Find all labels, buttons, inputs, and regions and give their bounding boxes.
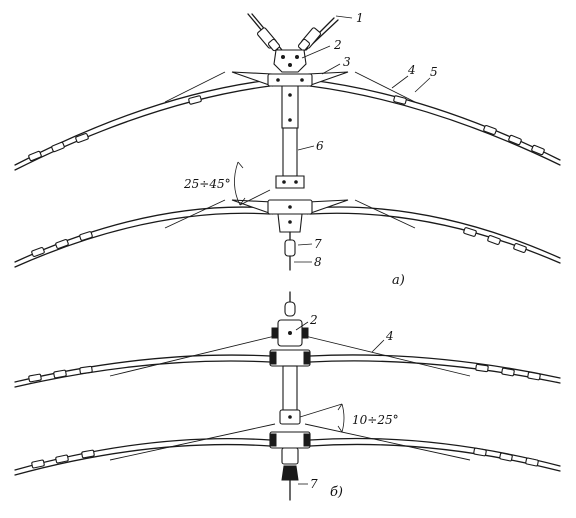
angle-label-b: 10÷25° — [352, 413, 399, 427]
callout-2: 2 — [333, 38, 342, 52]
callout-3: 3 — [343, 55, 351, 69]
callout-b7: 7 — [310, 477, 318, 491]
panel-b-assembly — [14, 291, 561, 501]
labels: 1 2 3 4 5 6 7 8 25÷45° а) 2 4 7 10÷25° б… — [183, 11, 438, 500]
callout-6: 6 — [316, 139, 324, 153]
callout-leaders-a — [294, 15, 431, 263]
upper-phase-wires — [14, 71, 561, 171]
lower-phase-wires-a — [14, 199, 561, 268]
angle-marker-b — [299, 403, 345, 433]
panel-label-a: а) — [392, 273, 405, 288]
lower-end-clamps-a — [30, 226, 528, 258]
angle-label-a: 25÷45° — [183, 177, 231, 191]
top-link-b — [271, 291, 309, 347]
top-yoke-plate — [273, 49, 307, 73]
callout-leaders-b — [295, 321, 385, 485]
spacer-rod-b — [279, 365, 301, 425]
bottom-weight-b — [281, 447, 299, 501]
callout-4: 4 — [407, 63, 416, 77]
callout-1: 1 — [356, 11, 364, 25]
callout-b4: 4 — [385, 329, 394, 343]
panel-a-assembly — [14, 13, 561, 271]
callout-5: 5 — [430, 65, 438, 79]
callout-7: 7 — [314, 237, 322, 251]
lower-phase-wires-b — [14, 423, 561, 476]
angle-marker-a — [234, 161, 271, 206]
callout-8: 8 — [314, 255, 322, 269]
panel-label-b: б) — [330, 485, 343, 500]
upper-strings — [247, 13, 339, 52]
callout-b2: 2 — [309, 313, 318, 327]
bottom-weight-a — [277, 213, 303, 271]
spacer-rod — [275, 85, 305, 189]
